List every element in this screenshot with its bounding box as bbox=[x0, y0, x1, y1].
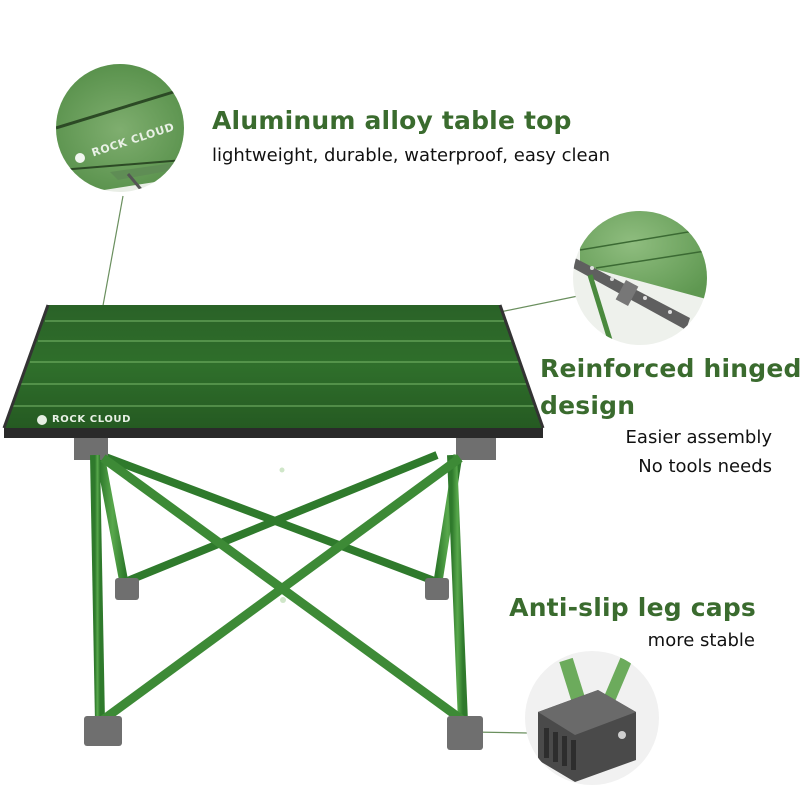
back-right-leg-cap bbox=[425, 578, 449, 600]
back-legs bbox=[95, 451, 463, 600]
tabletop-feature-title: Aluminum alloy table top bbox=[212, 106, 572, 135]
hinge-feature-title-line1: Reinforced hinged bbox=[540, 354, 800, 383]
table-top bbox=[2, 304, 545, 438]
hinge-zoom-circle bbox=[573, 211, 707, 345]
back-left-leg-cap bbox=[115, 578, 139, 600]
legcap-feature-title: Anti-slip leg caps bbox=[509, 593, 756, 622]
hinge-leader-line bbox=[499, 295, 579, 313]
tabletop-feature-subtitle: lightweight, durable, waterproof, easy c… bbox=[212, 145, 611, 166]
front-right-leg-cap bbox=[447, 716, 483, 750]
legcap-feature-subtitle: more stable bbox=[647, 630, 755, 651]
tabletop-zoom-circle bbox=[56, 64, 184, 192]
front-legs bbox=[74, 438, 496, 750]
legcap-zoom-circle bbox=[525, 651, 659, 785]
brand-logo-icon bbox=[37, 415, 47, 425]
hinge-feature-note1: Easier assembly bbox=[625, 427, 772, 448]
brand-logo-icon-zoom bbox=[75, 153, 85, 163]
hinge-feature-note2: No tools needs bbox=[638, 456, 772, 477]
front-left-leg-cap bbox=[84, 716, 122, 746]
hinge-feature-title-line2: design bbox=[540, 391, 636, 420]
tabletop-leader-line bbox=[99, 195, 124, 323]
brand-name-tabletop: ROCK CLOUD bbox=[52, 414, 132, 425]
